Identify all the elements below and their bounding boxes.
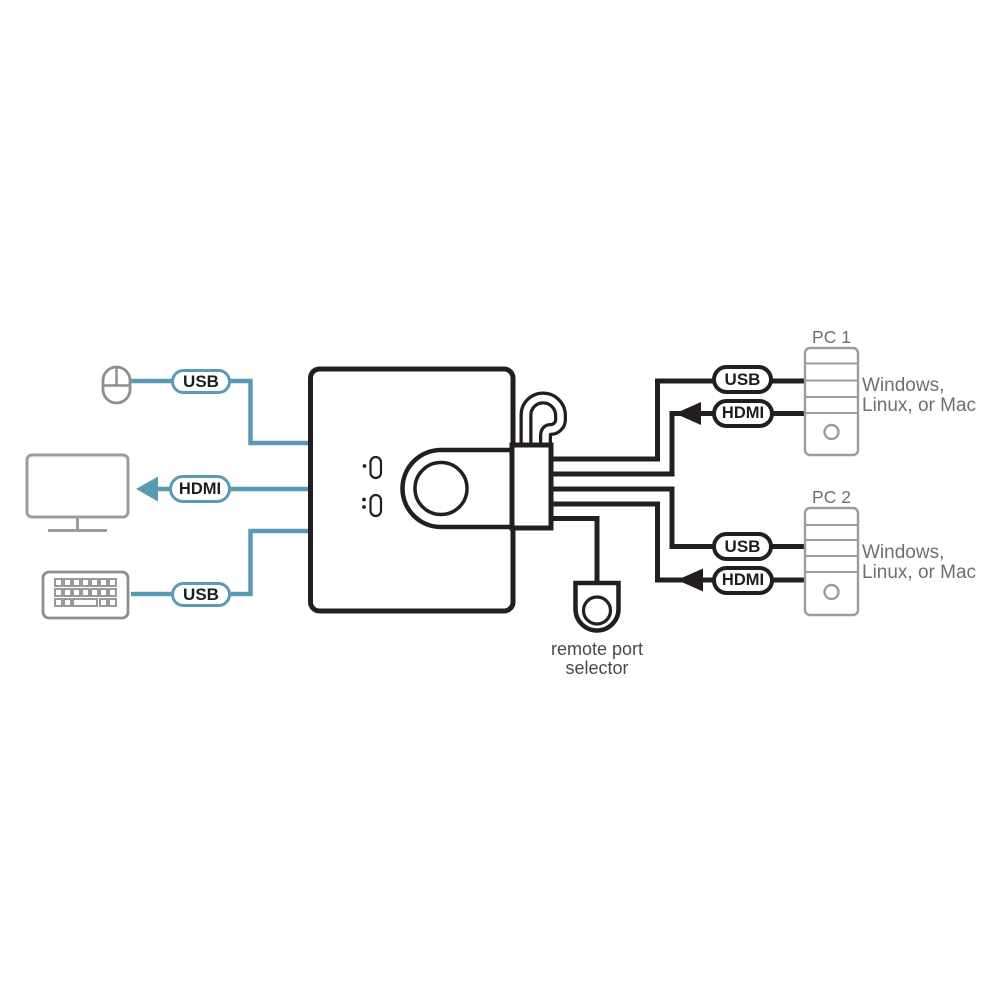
monitor-hdmi-pill: HDMI [169,475,231,503]
pc2-os-line2: Linux, or Mac [862,562,977,583]
cable-connector [509,442,554,531]
pc1-usb-pill: USB [712,365,773,394]
pc1-label: PC 1 [812,327,851,347]
pc1-os-line2: Linux, or Mac [862,395,977,416]
port1-led [362,455,383,480]
pc2-hdmi-arrow-icon [677,568,703,592]
monitor-hdmi-arrow-icon [136,476,158,502]
remote-label-line2: selector [565,658,629,678]
port2-led [362,493,383,518]
pc1-hdmi-arrow-icon [675,402,701,425]
molding-ring [413,460,469,517]
mouse-icon [101,365,132,405]
pc2-usb-pill: USB [712,532,773,561]
pc2-os-line1: Windows, [862,542,945,563]
pc1-hdmi-pill: HDMI [712,399,774,428]
keyboard-usb-pill: USB [171,582,231,607]
remote-port-selector-label: remote port selector [536,640,658,678]
pc1-os-label: Windows, Linux, or Mac [862,376,976,416]
remote-label-line1: remote port [550,639,644,659]
pc1-os-line1: Windows, [862,375,945,396]
keyboard-icon [41,570,130,620]
pc2-label: PC 2 [812,487,851,507]
remote-port-selector-icon [573,580,621,633]
mouse-usb-pill: USB [171,369,231,394]
kvm-switch-icon [308,366,567,614]
monitor-icon [25,453,130,532]
pc2-hdmi-pill: HDMI [712,565,774,595]
pc1-tower-icon [803,346,860,457]
cable-loop-icon [519,391,567,452]
pc2-os-label: Windows, Linux, or Mac [862,543,976,583]
pc2-tower-icon [803,506,860,617]
selector-wire [545,516,600,584]
